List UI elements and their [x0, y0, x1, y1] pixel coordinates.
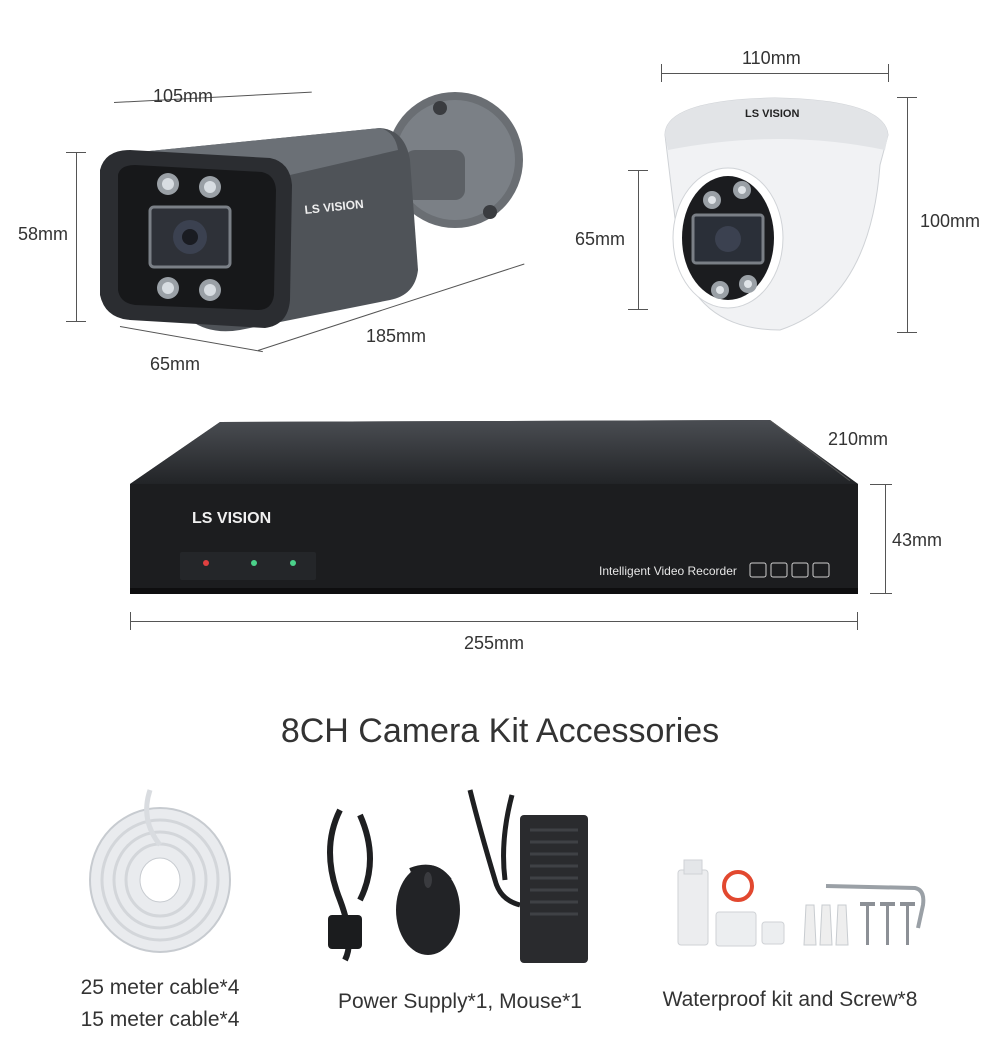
dim-tick [661, 64, 662, 82]
power-led-icon [203, 560, 209, 566]
bullet-depth-label: 185mm [366, 326, 427, 346]
nvr-depth-label: 210mm [828, 429, 889, 449]
nvr-width-label: 255mm [464, 633, 525, 653]
accessory-caption-cable: 25 meter cable*4 15 meter cable*4 [40, 972, 280, 1036]
nvr-label: Intelligent Video Recorder [599, 564, 737, 578]
accessory-caption-power: Power Supply*1, Mouse*1 [338, 990, 582, 1013]
dim-tick [628, 309, 648, 310]
nvr-height-label: 43mm [892, 530, 943, 550]
dim-line-height [76, 152, 77, 322]
caption-line-1: 25 meter cable*4 [80, 976, 240, 999]
dim-tick [130, 612, 131, 630]
caption-line-2: 15 meter cable*4 [80, 1008, 240, 1031]
dim-tick [897, 97, 917, 98]
dim-tick [857, 612, 858, 630]
bullet-height-label: 58mm [18, 224, 69, 244]
dim-tick [897, 332, 917, 333]
mouse-icon [396, 865, 460, 955]
dim-line-nvr-height [885, 484, 886, 594]
brand-logo: LS VISION [192, 510, 271, 527]
dim-tick [66, 321, 86, 322]
dim-tick [870, 593, 892, 594]
dim-line-dome-width [661, 73, 889, 74]
accessories-heading: 8CH Camera Kit Accessories [280, 712, 720, 750]
brand-logo: LS VISION [745, 108, 799, 120]
hdd-led-icon [251, 560, 257, 566]
accessory-caption-waterproof: Waterproof kit and Screw*8 [662, 988, 918, 1011]
dim-tick [628, 170, 648, 171]
dim-tick [870, 484, 892, 485]
dim-tick [888, 64, 889, 82]
dim-line-nvr-width [130, 621, 858, 622]
dome-width-label: 110mm [742, 48, 801, 68]
dome-height-label: 100mm [920, 211, 981, 231]
bullet-width-label: 65mm [150, 354, 201, 374]
dome-body-height-label: 65mm [575, 229, 626, 249]
alarm-led-icon [290, 560, 296, 566]
dim-line-dome-body [638, 170, 639, 310]
bullet-length-label: 105mm [153, 86, 214, 106]
dim-tick [66, 152, 86, 153]
dim-line-dome-height [907, 97, 908, 333]
brand-logo: LS VISION [304, 197, 364, 217]
